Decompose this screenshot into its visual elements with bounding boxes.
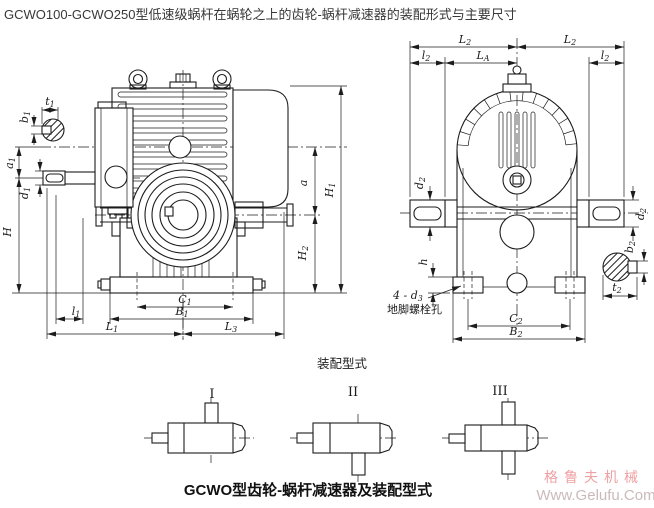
assembly-type-3-label: III — [492, 384, 507, 399]
dim-label-L1: L1 — [105, 320, 118, 334]
assembly-type-2-label: II — [348, 385, 358, 400]
input-shaft-assembly — [42, 101, 134, 219]
top-plug — [502, 65, 532, 93]
lifting-eye-icon — [128, 69, 148, 90]
dim-label-l1: l1 — [72, 305, 81, 319]
watermark-url: Www.Gelufu.Com — [536, 487, 654, 504]
dim-label-L2-left: L2 — [458, 33, 471, 47]
dim-label-L2-right: L2 — [563, 33, 576, 47]
dome-ribs — [457, 90, 577, 147]
dim-label-C1: C1 — [178, 293, 192, 307]
dim-label-l2-right: l2 — [601, 49, 610, 63]
output-shaft-key-section — [602, 252, 638, 282]
assembly-heading: 装配型式 — [317, 357, 368, 371]
page-title: GCWO100-GCWO250型低速级蜗杆在蜗轮之上的齿轮-蜗杆减速器的装配形式… — [4, 7, 517, 22]
dim-label-b1: b1 — [18, 111, 32, 123]
output-shaft-left — [409, 199, 446, 228]
dim-label-L3: L3 — [224, 320, 237, 334]
dim-label-h: h — [417, 258, 430, 265]
worm-shaft-end — [502, 165, 532, 195]
oil-filler-cap — [169, 73, 197, 89]
side-view-dimensions: t1 b1 a1 d1 H a H2 H1 C1 — [1, 85, 347, 339]
dim-label-t1: t1 — [45, 95, 55, 109]
output-shaft-right — [588, 199, 625, 228]
dim-label-b2: b2 — [623, 241, 637, 253]
dim-label-l2-left: l2 — [422, 49, 431, 63]
assembly-type-1-label: I — [209, 387, 214, 402]
dim-label-t2: t2 — [612, 281, 622, 295]
dim-label-H2: H2 — [296, 246, 310, 262]
dim-label-d2-left: d2 — [413, 177, 427, 189]
dim-label-B2: B2 — [508, 325, 522, 339]
figure-caption: GCWO型齿轮-蜗杆减速器及装配型式 — [184, 481, 432, 499]
assembly-type-3: III — [442, 384, 548, 480]
watermark-brand: 格鲁夫机械 — [544, 469, 644, 485]
worm-wheel — [130, 162, 236, 268]
dim-label-H: H — [1, 227, 14, 238]
dim-label-a1: a1 — [3, 157, 17, 169]
dim-label-H1: H1 — [323, 183, 337, 199]
dim-label-d1: d1 — [18, 187, 32, 199]
front-view-dimensions: L2 L2 l2 LA l2 d2 d2 b2 t2 — [387, 33, 648, 343]
side-view-drawing: t1 b1 a1 d1 H a H2 H1 C1 — [1, 69, 347, 340]
front-view-drawing: L2 L2 l2 LA l2 d2 d2 b2 t2 — [387, 33, 648, 343]
dim-label-LA: LA — [475, 49, 489, 63]
input-shaft-key-section — [41, 118, 65, 142]
machine-base — [109, 276, 254, 294]
dim-label-d2-right: d2 — [634, 208, 648, 220]
dim-label-B1: B1 — [174, 305, 188, 319]
oil-sight-glass — [168, 135, 192, 159]
lifting-eye-icon — [212, 69, 232, 90]
assembly-types-section: 装配型式 I II III — [144, 357, 548, 482]
bolt-note-line2: 地脚螺栓孔 — [387, 302, 442, 316]
bolt-note-line1: 4 - d3 — [392, 289, 423, 303]
dim-label-C2: C2 — [509, 312, 523, 326]
assembly-type-1: I — [144, 387, 254, 463]
end-housing — [232, 89, 289, 208]
foot-right — [554, 276, 586, 294]
dim-label-a: a — [297, 180, 310, 187]
foot-left — [452, 276, 484, 294]
assembly-type-2: II — [290, 385, 398, 482]
